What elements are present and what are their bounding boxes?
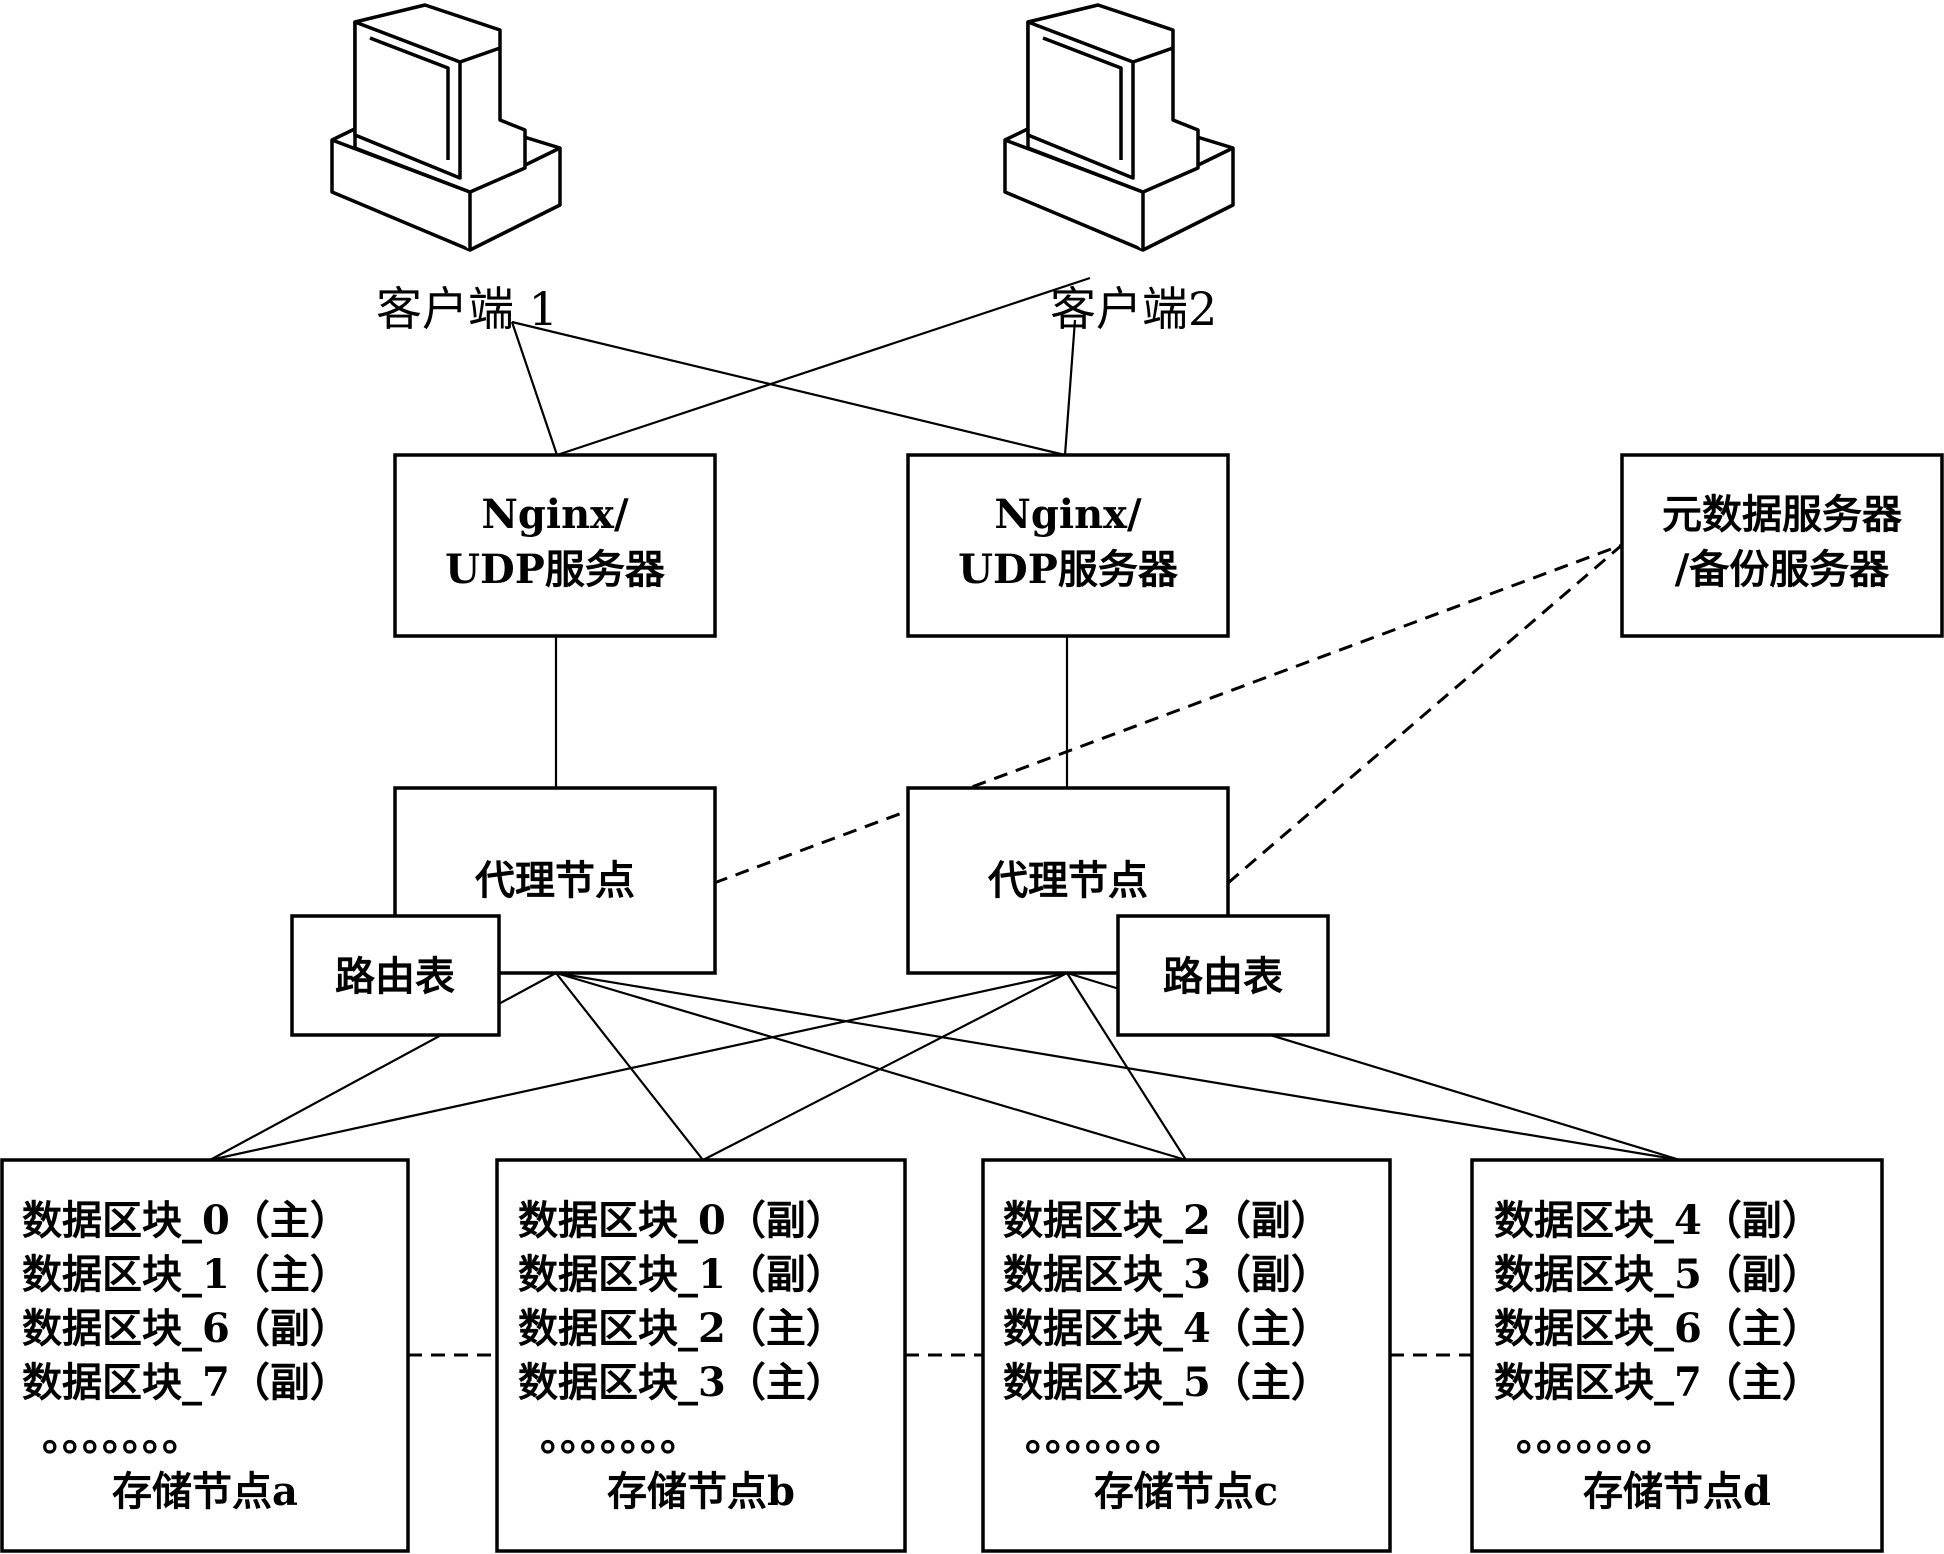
routing-table-label: 路由表 bbox=[1163, 953, 1283, 1000]
data-block: 数据区块_2（副） bbox=[1003, 1197, 1331, 1244]
routing-table-2: 路由表 bbox=[1116, 914, 1330, 1037]
routing-table-1: 路由表 bbox=[290, 914, 501, 1037]
link-proxy1-metadata bbox=[713, 543, 1623, 885]
data-block: 数据区块_7（主） bbox=[1494, 1359, 1822, 1406]
storage-node-b: 数据区块_0（副） 数据区块_1（副） 数据区块_2（主） 数据区块_3（主） … bbox=[495, 1158, 907, 1553]
link-client1-nginx1 bbox=[510, 321, 559, 456]
storage-node-label: 存储节点b bbox=[607, 1468, 795, 1515]
metadata-line-2: /备份服务器 bbox=[1675, 546, 1891, 593]
storage-node-a: 数据区块_0（主） 数据区块_1（主） 数据区块_6（副） 数据区块_7（副） … bbox=[0, 1158, 410, 1553]
client-2: 客户端2 bbox=[1003, 3, 1235, 336]
metadata-server: 元数据服务器 /备份服务器 bbox=[1620, 453, 1944, 638]
ellipsis: 。。。。。。。 bbox=[540, 1413, 700, 1460]
link-proxy2-storage-a bbox=[209, 971, 1068, 1162]
proxy-node-2: 代理节点 路由表 bbox=[906, 786, 1330, 1037]
storage-node-c: 数据区块_2（副） 数据区块_3（副） 数据区块_4（主） 数据区块_5（主） … bbox=[981, 1158, 1392, 1553]
nginx-line-1: Nginx/ bbox=[481, 491, 629, 538]
data-block: 数据区块_0（副） bbox=[518, 1197, 846, 1244]
client-1: 客户端 1 bbox=[330, 3, 562, 336]
nginx-line-2: UDP服务器 bbox=[958, 546, 1179, 593]
client-label: 客户端 1 bbox=[376, 282, 558, 336]
storage-node-d: 数据区块_4（副） 数据区块_5（副） 数据区块_6（主） 数据区块_7（主） … bbox=[1470, 1158, 1884, 1553]
storage-node-label: 存储节点a bbox=[112, 1468, 298, 1515]
computer-icon bbox=[1003, 3, 1235, 252]
data-block: 数据区块_1（主） bbox=[22, 1251, 350, 1298]
data-block: 数据区块_5（主） bbox=[1003, 1359, 1331, 1406]
data-block: 数据区块_4（主） bbox=[1003, 1305, 1331, 1352]
computer-icon bbox=[330, 3, 562, 252]
routing-table-label: 路由表 bbox=[335, 953, 455, 1000]
link-client2-nginx2 bbox=[1063, 319, 1077, 456]
proxy-label: 代理节点 bbox=[987, 857, 1148, 904]
ellipsis: 。。。。。。。 bbox=[1516, 1413, 1676, 1460]
nginx-line-1: Nginx/ bbox=[994, 491, 1142, 538]
data-block: 数据区块_0（主） bbox=[22, 1197, 350, 1244]
link-proxy1-storage-b bbox=[555, 972, 704, 1161]
data-block: 数据区块_3（主） bbox=[518, 1359, 846, 1406]
connection-lines bbox=[209, 276, 1681, 1357]
proxy-label: 代理节点 bbox=[474, 857, 635, 904]
data-block: 数据区块_5（副） bbox=[1494, 1251, 1822, 1298]
link-proxy2-storage-c bbox=[1066, 972, 1187, 1161]
data-block: 数据区块_1（副） bbox=[518, 1251, 846, 1298]
link-proxy1-storage-d bbox=[555, 971, 1681, 1162]
data-block: 数据区块_2（主） bbox=[518, 1305, 846, 1352]
storage-node-label: 存储节点d bbox=[1583, 1468, 1771, 1515]
client-label: 客户端2 bbox=[1050, 282, 1217, 336]
storage-node-label: 存储节点c bbox=[1094, 1468, 1278, 1515]
data-block: 数据区块_3（副） bbox=[1003, 1251, 1331, 1298]
proxy-node-1: 代理节点 路由表 bbox=[290, 786, 717, 1037]
data-block: 数据区块_6（主） bbox=[1494, 1305, 1822, 1352]
link-client1-nginx2 bbox=[511, 320, 1066, 457]
data-block: 数据区块_6（副） bbox=[22, 1305, 350, 1352]
data-block: 数据区块_4（副） bbox=[1494, 1197, 1822, 1244]
link-proxy1-storage-c bbox=[555, 971, 1187, 1162]
nginx-server-1: Nginx/ UDP服务器 bbox=[393, 453, 717, 638]
link-client2-nginx1 bbox=[556, 276, 1091, 457]
data-block: 数据区块_7（副） bbox=[22, 1359, 350, 1406]
ellipsis: 。。。。。。。 bbox=[1025, 1413, 1185, 1460]
nginx-server-2: Nginx/ UDP服务器 bbox=[906, 453, 1230, 638]
nginx-line-2: UDP服务器 bbox=[445, 546, 666, 593]
ellipsis: 。。。。。。。 bbox=[42, 1413, 202, 1460]
link-proxy2-metadata bbox=[1227, 543, 1623, 885]
metadata-line-1: 元数据服务器 bbox=[1662, 491, 1903, 538]
link-proxy2-storage-b bbox=[702, 972, 1068, 1161]
